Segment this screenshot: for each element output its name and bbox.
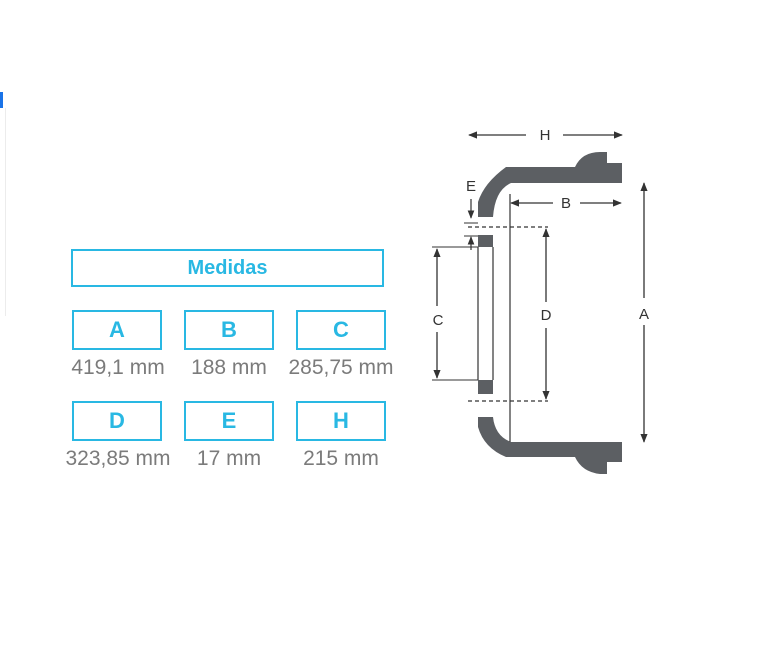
specs-title: Medidas bbox=[71, 249, 384, 287]
spec-value-a: 419,1 mm bbox=[71, 356, 165, 379]
spec-value-b: 188 mm bbox=[191, 356, 267, 379]
spec-value-h: 215 mm bbox=[303, 447, 379, 470]
dim-label-e: E bbox=[466, 178, 476, 195]
spec-key-h: H bbox=[296, 401, 386, 441]
spec-value-d: 323,85 mm bbox=[65, 447, 171, 470]
dim-label-a: A bbox=[639, 306, 649, 323]
dim-label-c: C bbox=[433, 312, 444, 329]
spec-key-d: D bbox=[72, 401, 162, 441]
drum-section-bottom bbox=[478, 417, 622, 474]
dim-label-b: B bbox=[561, 195, 571, 212]
dim-label-h: H bbox=[540, 127, 551, 144]
spec-key-e: E bbox=[184, 401, 274, 441]
edge-divider bbox=[0, 108, 6, 316]
drum-section-top bbox=[478, 152, 622, 217]
spec-value-c: 285,75 mm bbox=[288, 356, 394, 379]
hub-stub-bottom bbox=[478, 380, 493, 394]
dim-label-d: D bbox=[541, 307, 552, 324]
spec-value-e: 17 mm bbox=[196, 447, 262, 470]
edge-accent-bar bbox=[0, 92, 3, 108]
spec-key-a: A bbox=[72, 310, 162, 350]
hub-stub-top bbox=[478, 235, 493, 247]
spec-key-c: C bbox=[296, 310, 386, 350]
spec-key-b: B bbox=[184, 310, 274, 350]
